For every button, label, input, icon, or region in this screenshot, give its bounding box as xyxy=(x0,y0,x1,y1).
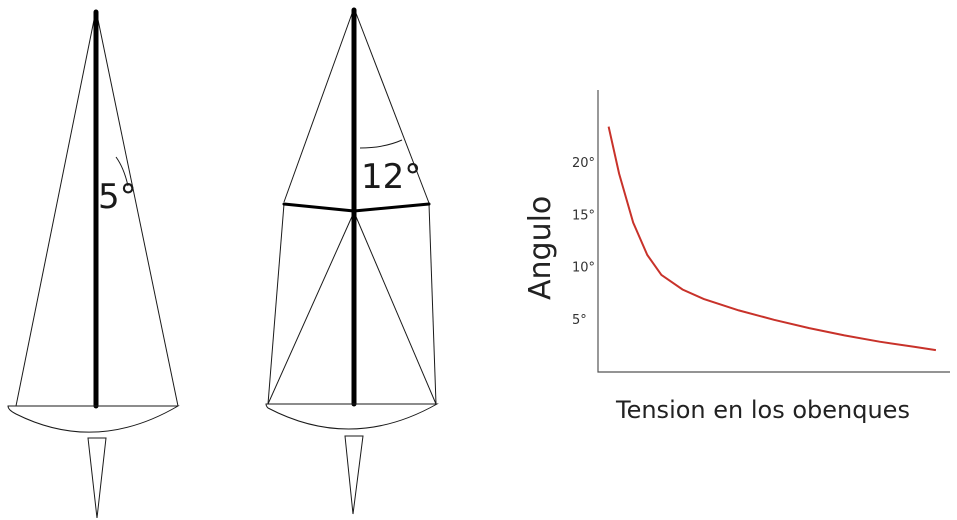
series-line xyxy=(607,126,937,352)
y-tick-label: 20° xyxy=(572,156,595,171)
y-tick-labels: 5° 10° 15° 20° xyxy=(572,156,595,328)
angle-arc xyxy=(359,139,403,149)
rig-diagram-12deg: 12° xyxy=(265,7,439,515)
y-tick-label: 5° xyxy=(572,313,587,328)
y-tick-label: 10° xyxy=(572,261,595,276)
upper-shroud-right xyxy=(353,7,430,204)
keel xyxy=(87,437,107,519)
angle-label-5: 5° xyxy=(98,177,137,217)
lower-shroud-left-outer xyxy=(267,203,285,405)
shroud-left xyxy=(15,9,97,407)
spreader-left xyxy=(282,202,356,213)
lower-diagonal-left xyxy=(267,211,355,405)
lower-diagonal-right xyxy=(353,211,437,405)
x-axis-label: Tension en los obenques xyxy=(615,396,910,424)
hull xyxy=(265,403,439,430)
rig-diagram-5deg: 5° xyxy=(7,9,180,519)
chart-axes xyxy=(597,90,950,373)
spreader-right xyxy=(352,202,431,213)
keel xyxy=(344,435,364,515)
hull xyxy=(7,405,180,433)
y-tick-label: 15° xyxy=(572,208,595,223)
angle-arc xyxy=(115,156,129,187)
upper-shroud-left xyxy=(283,7,355,203)
y-axis-label: Angulo xyxy=(523,196,558,300)
shroud-right xyxy=(95,9,179,407)
lower-shroud-right-outer xyxy=(428,203,437,405)
angle-tension-chart: 5° 10° 15° 20° Angulo Tension en los obenqu… xyxy=(523,90,950,424)
angle-label-12: 12° xyxy=(361,157,421,197)
